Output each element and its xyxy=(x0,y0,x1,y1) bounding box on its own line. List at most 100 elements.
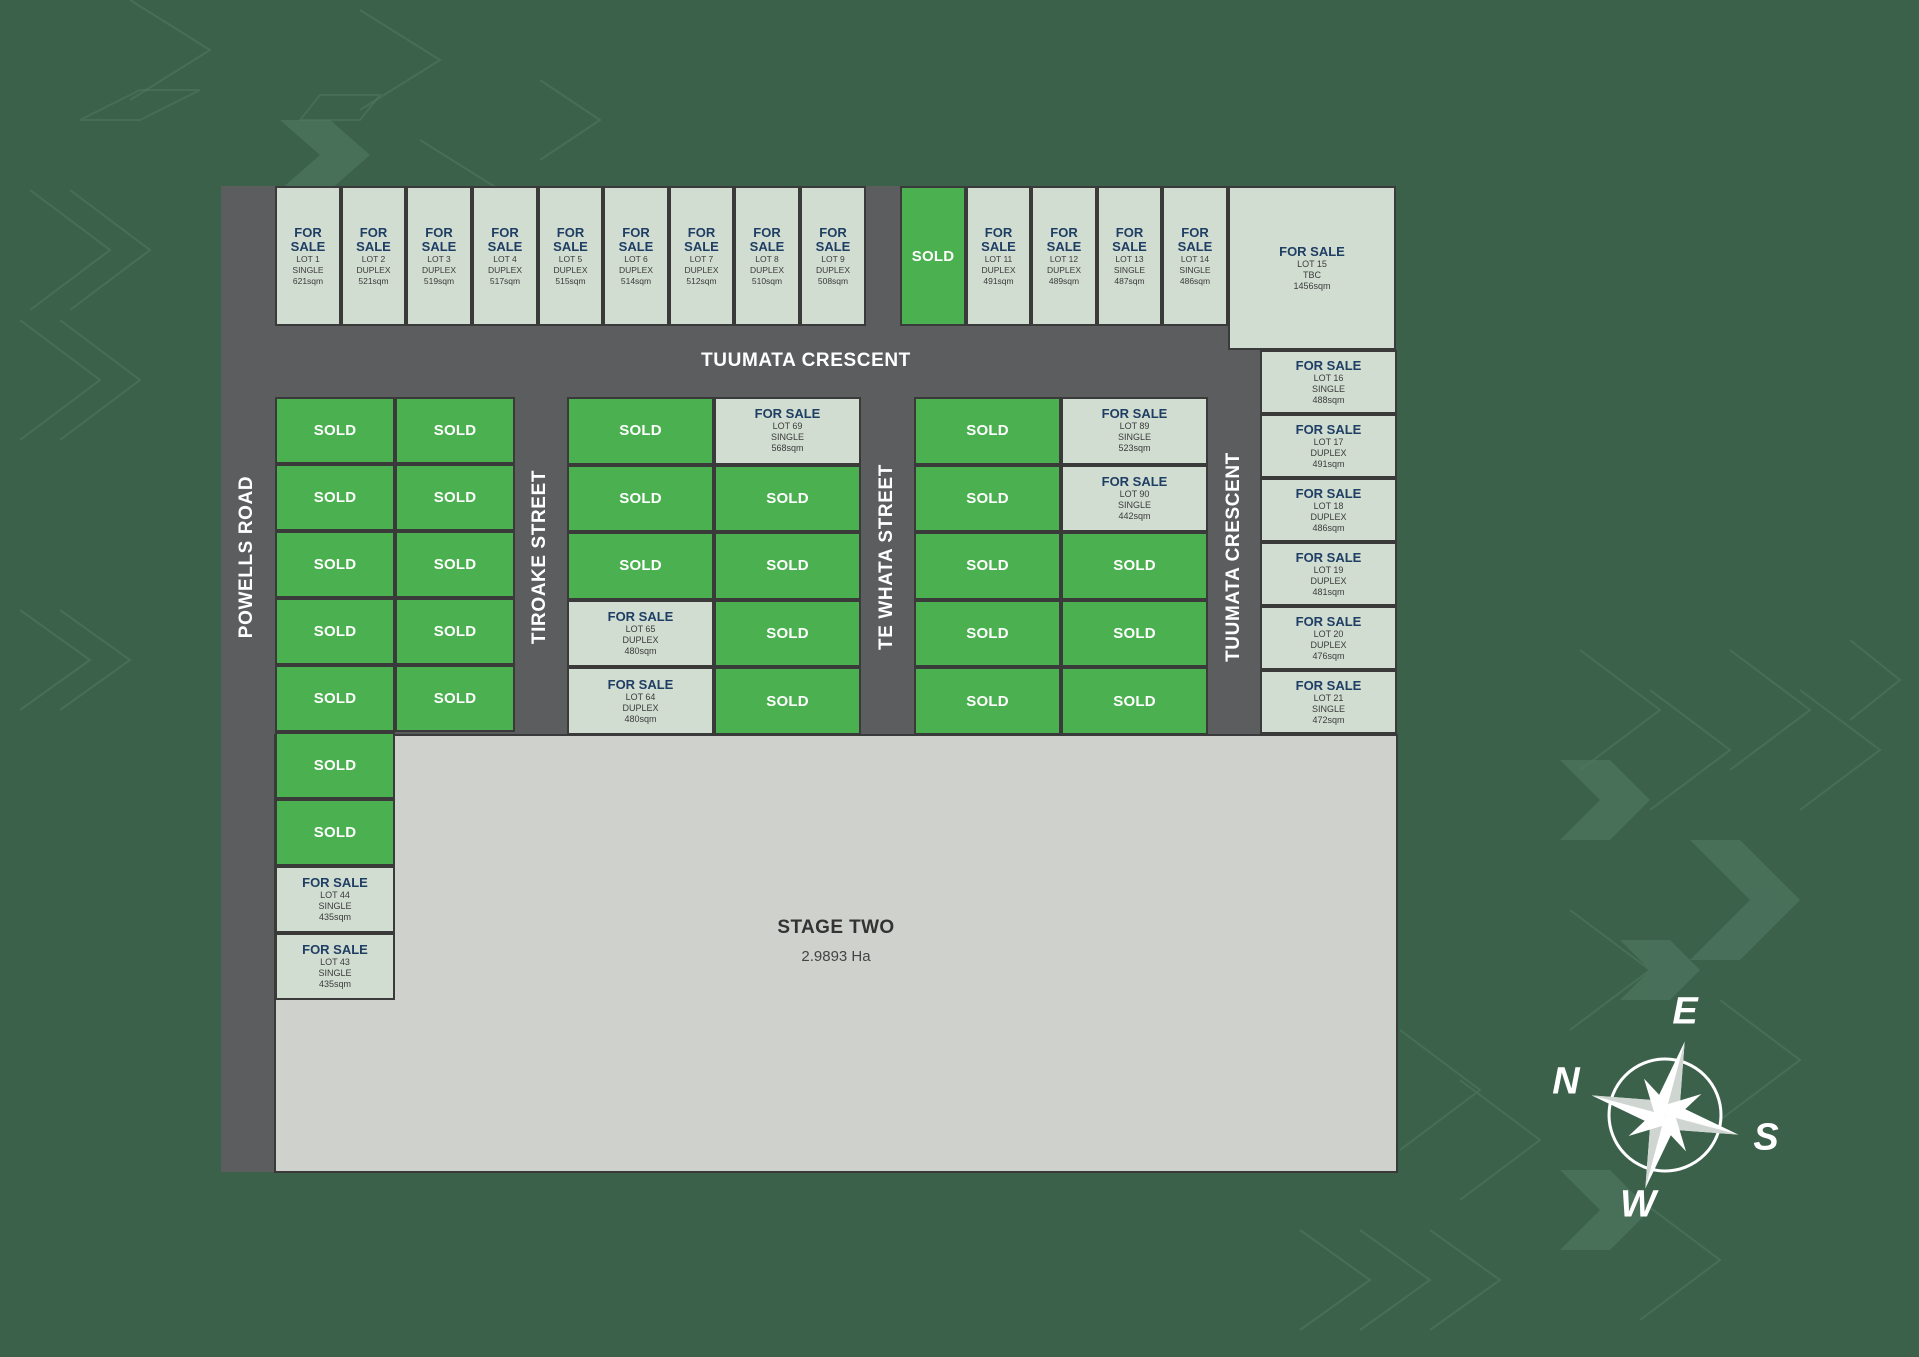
lot-type: SINGLE xyxy=(1179,264,1211,275)
lot-status-sold: SOLD xyxy=(619,489,662,507)
lot-status-for-sale: FOR SALE xyxy=(618,224,654,254)
lot-number: LOT 13 xyxy=(1115,253,1144,264)
lot-size: 442sqm xyxy=(1118,510,1151,521)
lot-sold[interactable]: SOLD xyxy=(914,532,1061,600)
lot-sold[interactable]: SOLD xyxy=(567,397,714,465)
lot-type: DUPLEX xyxy=(421,264,456,275)
lot-sold[interactable]: SOLD xyxy=(914,464,1061,533)
lot-sold[interactable]: SOLD xyxy=(714,599,861,668)
lot-status-for-sale: FOR SALE xyxy=(749,224,785,254)
lot-type: DUPLEX xyxy=(553,264,588,275)
lot-status-sold: SOLD xyxy=(966,625,1009,643)
lot-size: 514sqm xyxy=(620,275,652,286)
lot-status-for-sale: FOR SALE xyxy=(607,609,674,625)
lot-sold[interactable]: SOLD xyxy=(395,598,515,665)
lot-sold[interactable]: SOLD xyxy=(395,397,515,464)
stage-two[interactable]: STAGE TWO 2.9893 Ha xyxy=(275,735,1397,1172)
lot-sold[interactable]: SOLD xyxy=(275,665,395,732)
lot-sold[interactable]: SOLD xyxy=(914,599,1061,668)
lot-number: LOT 11 xyxy=(984,253,1013,264)
lot-type: DUPLEX xyxy=(618,264,653,275)
lot-status-sold: SOLD xyxy=(313,422,357,439)
lot-status-for-sale: FOR SALE xyxy=(302,942,368,957)
lot-sold[interactable]: SOLD xyxy=(275,531,395,598)
lot-status-for-sale: FOR SALE xyxy=(1295,357,1362,373)
lot-number: LOT 8 xyxy=(755,253,779,264)
lot-size: 480sqm xyxy=(624,713,657,724)
lot-number: LOT 65 xyxy=(625,624,656,635)
lot-status-for-sale: FOR SALE xyxy=(684,224,719,254)
lot-sold[interactable]: SOLD xyxy=(395,531,515,598)
lot-sold[interactable]: SOLD xyxy=(395,464,515,531)
lot-type: DUPLEX xyxy=(622,635,659,646)
lot-size: 481sqm xyxy=(1312,586,1345,597)
lot-sold[interactable]: SOLD xyxy=(275,397,395,464)
lot-sold[interactable]: SOLD xyxy=(1061,667,1208,735)
lot-sold[interactable]: SOLD xyxy=(900,186,966,326)
lot-sold[interactable]: SOLD xyxy=(567,464,714,533)
lot-sold[interactable]: SOLD xyxy=(395,665,515,732)
lot-sold[interactable]: SOLD xyxy=(1061,532,1208,600)
lot-status-for-sale: FOR SALE xyxy=(815,224,851,254)
lot-sold[interactable]: SOLD xyxy=(714,532,861,600)
lot-type: DUPLEX xyxy=(1310,575,1347,586)
lot-status-for-sale: FOR SALE xyxy=(1295,549,1362,565)
lot-sold[interactable]: SOLD xyxy=(714,464,861,533)
lot-type: DUPLEX xyxy=(1310,447,1347,458)
lot-type: SINGLE xyxy=(1117,499,1151,510)
lot-sold[interactable]: SOLD xyxy=(275,598,395,665)
lot-type: DUPLEX xyxy=(815,264,850,275)
lot-sold[interactable]: SOLD xyxy=(1061,599,1208,668)
lot-status-sold: SOLD xyxy=(966,422,1009,440)
lot-status-sold: SOLD xyxy=(766,557,809,575)
lot-sold[interactable]: SOLD xyxy=(275,464,395,531)
lot-number: LOT 43 xyxy=(320,957,350,967)
lot-status-sold: SOLD xyxy=(313,690,357,707)
lot-size: 491sqm xyxy=(1312,458,1345,469)
lot-number: LOT 9 xyxy=(821,253,845,264)
lot-status-sold: SOLD xyxy=(433,489,477,506)
lot-size: 476sqm xyxy=(1312,650,1345,661)
lot-sold[interactable]: SOLD xyxy=(914,397,1061,465)
lot-status-for-sale: FOR SALE xyxy=(1295,485,1362,501)
lot-sold[interactable]: SOLD xyxy=(275,799,395,866)
lot-status-for-sale: FOR SALE xyxy=(1101,473,1168,489)
lot-sold[interactable]: SOLD xyxy=(714,667,861,735)
compass-south-label: S xyxy=(1753,1116,1779,1159)
stage-two-area xyxy=(274,734,1398,1173)
compass-east-label: E xyxy=(1672,990,1698,1033)
lot-sold[interactable]: SOLD xyxy=(275,732,395,799)
lot-number: LOT 14 xyxy=(1180,253,1210,264)
lot-sold[interactable]: SOLD xyxy=(914,667,1061,735)
lot-sold[interactable]: SOLD xyxy=(567,532,714,600)
lot-type: DUPLEX xyxy=(684,264,719,275)
